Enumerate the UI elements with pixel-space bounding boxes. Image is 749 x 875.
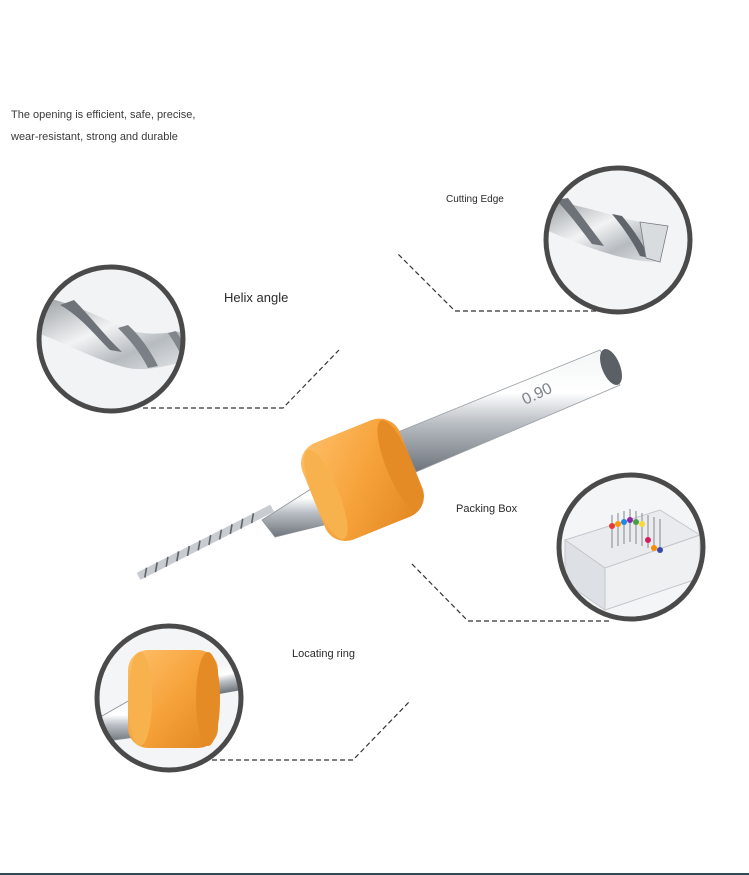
intro-text: The opening is efficient, safe, precise,… <box>11 104 195 148</box>
leader-lines <box>143 252 609 761</box>
locating-ring-closeup-image <box>94 623 244 773</box>
bottom-divider <box>0 873 749 875</box>
packing-box-label: Packing Box <box>456 503 518 515</box>
cutting-edge-closeup-image <box>543 165 693 315</box>
helix-leader <box>143 349 340 409</box>
intro-line-2: wear-resistant, strong and durable <box>11 131 178 143</box>
helix-closeup-image <box>36 264 186 414</box>
locating-leader <box>212 700 411 761</box>
locating-ring-label: Locating ring <box>292 648 355 660</box>
packing-leader <box>410 562 609 622</box>
cutting-leader <box>396 252 596 312</box>
packing-box-closeup-image <box>556 472 706 622</box>
intro-line-1: The opening is efficient, safe, precise, <box>11 109 196 121</box>
drill-bit-image: 0.90 <box>136 349 622 580</box>
cutting-edge-label: Cutting Edge <box>446 194 504 205</box>
helix-angle-label: Helix angle <box>224 290 289 305</box>
